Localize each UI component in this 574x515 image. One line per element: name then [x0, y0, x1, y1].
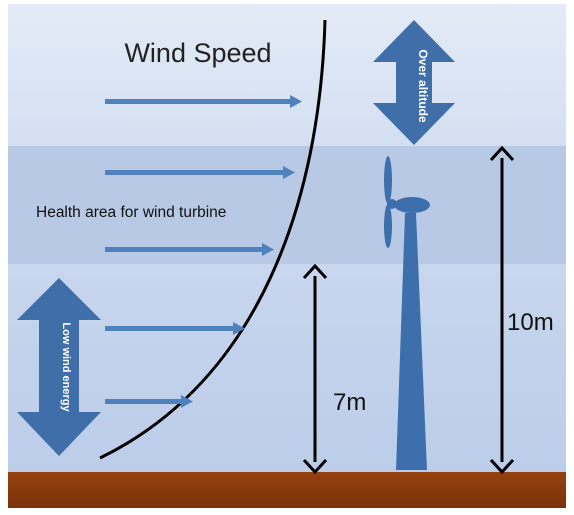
ground: [8, 472, 566, 508]
healthy-zone-label: Health area for wind turbine: [36, 204, 226, 221]
title: Wind Speed: [124, 38, 271, 68]
turbine-tower: [396, 213, 427, 470]
wind-arrow-icon: [105, 322, 245, 335]
height-7m-arrow: [302, 263, 328, 475]
wind-arrow-icon: [105, 395, 193, 408]
double-arrow-icon: [373, 20, 455, 145]
over-altitude-arrow: Over altitude: [373, 20, 455, 145]
height-10m-arrow: [489, 145, 515, 475]
wind-speed-curve: [99, 19, 327, 460]
turbine-hub: [387, 199, 397, 209]
healthy-band: [8, 146, 566, 264]
wind-arrow-icon: [105, 95, 302, 108]
low-wind-arrow: Low wind energy: [17, 278, 101, 456]
turbine-nacelle: [394, 197, 430, 213]
wind-arrow-icon: [105, 166, 295, 179]
height-7m-label: 7m: [333, 389, 366, 416]
over-altitude-label: Over altitude: [416, 49, 430, 123]
height-10m-label: 10m: [507, 309, 554, 336]
turbine-blade-lower: [384, 204, 392, 248]
wind-arrows: [105, 95, 302, 408]
wind-turbine-icon: [384, 156, 430, 470]
upper-sky-band: [8, 4, 566, 146]
low-wind-label: Low wind energy: [60, 322, 72, 412]
double-arrow-icon: [17, 278, 101, 456]
wind-arrow-icon: [105, 243, 274, 256]
lower-sky-band: [8, 264, 566, 472]
turbine-blade-upper: [384, 156, 392, 204]
